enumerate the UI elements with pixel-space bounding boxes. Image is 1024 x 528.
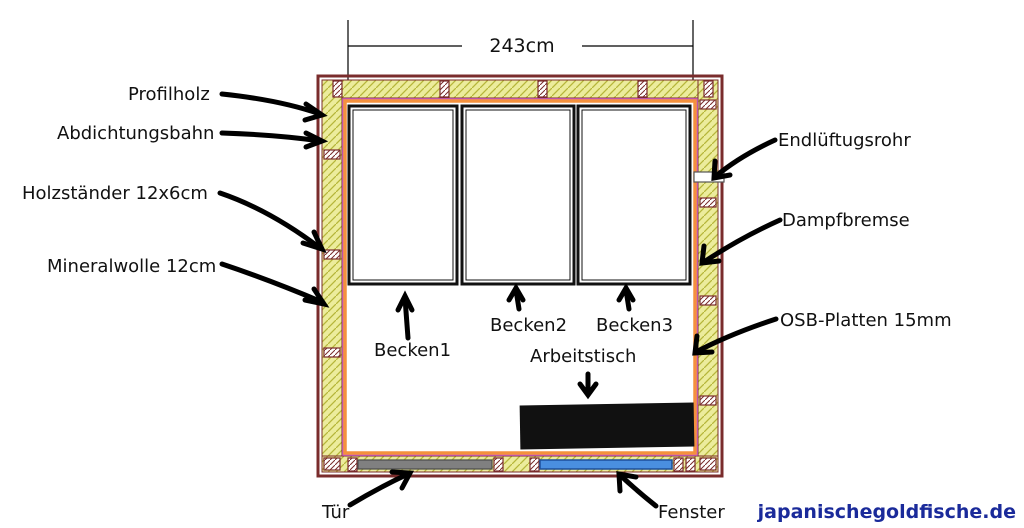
insulation-left: [321, 79, 343, 473]
tank-3: [576, 104, 692, 286]
label-tuer: Tür: [321, 502, 350, 523]
label-holzstaender: Holzständer 12x6cm: [22, 183, 208, 204]
tanks: [347, 104, 692, 286]
arrows: [217, 91, 783, 509]
label-profilholz: Profilholz: [128, 84, 210, 105]
window: [539, 459, 673, 470]
label-abdichtungsbahn: Abdichtungsbahn: [57, 123, 214, 144]
label-fenster: Fenster: [658, 502, 725, 523]
website-label: japanischegoldfische.de: [757, 501, 1016, 523]
label-becken1: Becken1: [374, 340, 451, 361]
tank-1: [347, 104, 459, 286]
vapor-membrane: [342, 98, 698, 456]
label-osb: OSB-Platten 15mm: [780, 310, 952, 331]
label-arbeitstisch: Arbeitstisch: [530, 346, 636, 367]
door: [357, 459, 493, 470]
label-endlueftungsrohr: Endlüftugsrohr: [778, 130, 911, 151]
insulation-right: [697, 79, 719, 473]
label-dampfbremse: Dampfbremse: [782, 210, 910, 231]
work-table: [519, 402, 695, 450]
dimension-line: 243cm: [347, 20, 694, 100]
insulation-top: [321, 79, 719, 99]
label-becken2: Becken2: [490, 315, 567, 336]
dimension-label: 243cm: [489, 35, 554, 57]
label-becken3: Becken3: [596, 315, 673, 336]
label-mineralwolle: Mineralwolle 12cm: [47, 256, 216, 277]
tank-2: [460, 104, 576, 286]
